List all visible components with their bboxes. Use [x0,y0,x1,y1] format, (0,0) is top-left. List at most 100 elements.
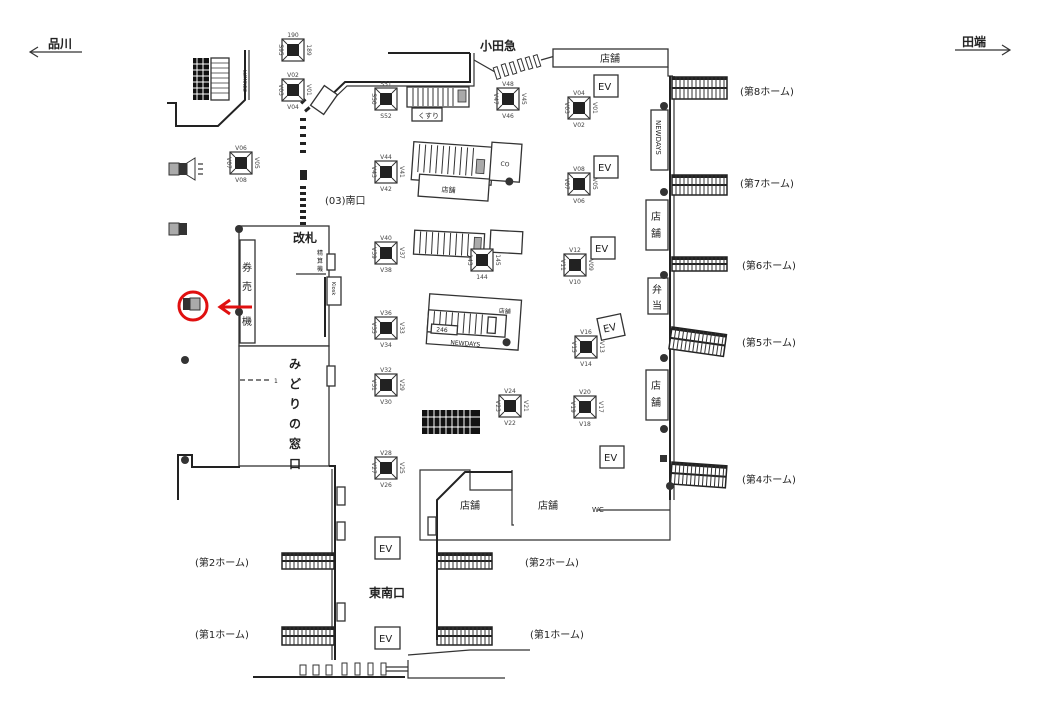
pillar-label-top: V20 [579,389,591,396]
ticket-gate-area: 改札 精 算 機 Kiosk 券 売 機 [235,225,342,347]
pillar-label-top: V44 [380,154,392,161]
pillar-label-top: V24 [504,388,516,395]
escalator-newdays: 店舗 246 NEWDAYS [425,293,523,351]
platform-6-label: (第6ホーム) [742,259,796,272]
svg-text:CO: CO [500,161,510,169]
pillar-label-right: V45 [520,93,527,105]
elevator-7: EV [374,626,401,650]
pillar-label-left: V11 [559,259,566,271]
pillar-label-left: V07 [225,157,232,169]
platform-1-right-label: (第1ホーム) [530,628,584,641]
svg-text:EV: EV [598,163,611,174]
svg-text:店: 店 [651,379,661,392]
pillar-label-top: V48 [502,81,514,88]
svg-text:機: 機 [317,265,323,273]
svg-text:の: の [289,417,301,431]
pillar-label-bottom: V30 [380,399,392,406]
svg-text:店: 店 [651,210,661,223]
direction-left-label: 品川 [48,37,72,51]
svg-text:店舗: 店舗 [600,52,620,65]
platform-stairs-east [668,76,728,489]
southeast-exit-label: 東南口 [369,585,405,600]
pillar-label-bottom: V38 [380,267,392,274]
pillar-label-top: V16 [580,329,592,336]
highlighted-ticket-machine[interactable] [177,290,252,322]
pillar-label-bottom: V18 [579,421,591,428]
svg-text:EV: EV [602,322,617,336]
shop-east-1: 店 舗 [645,199,669,251]
pillar-label-top: V36 [380,310,392,317]
platform-2-right-label: (第2ホーム) [525,556,579,569]
svg-text:舗: 舗 [651,396,661,409]
escalator-mid [412,229,524,259]
pillar-label-bottom: V10 [569,279,581,286]
pillar-label-bottom: V02 [573,122,585,129]
svg-text:精: 精 [317,249,323,257]
svg-text:NEWDAYS: NEWDAYS [654,120,662,155]
pillar-label-right: V05 [253,157,260,169]
stairs-platform-5 [668,326,728,358]
ticket-gate-label: 改札 [293,230,317,245]
svg-text:り: り [289,397,301,411]
pillar-label-top: V04 [573,90,585,97]
platform-1-left-label: (第1ホーム) [195,628,249,641]
pillar-label-right: V21 [522,400,529,412]
svg-text:当: 当 [652,299,662,312]
svg-text:店舗: 店舗 [498,307,511,316]
lumine-stairs: LUMINE2 [167,50,250,127]
pillar-label-top: V06 [235,145,247,152]
west-ticket-machines [168,157,203,364]
bento-shop: 弁 当 [647,277,669,315]
highlight-circle [177,290,209,322]
direction-right: 田端 [955,34,1012,56]
pillar-label-top: V32 [380,367,392,374]
pillar-label-left: V31 [370,379,377,391]
pillar-label-top: 190 [287,32,299,39]
pillar-label-right: V33 [398,322,405,334]
direction-right-label: 田端 [962,34,986,49]
elevator-1: EV [593,74,619,98]
platform-7-label: (第7ホーム) [740,177,794,190]
pillar-label-bottom: V26 [380,482,392,489]
svg-text:口: 口 [289,457,301,471]
pillar-label-top: V08 [573,166,585,173]
pillar-label-left: V23 [494,400,501,412]
elevator-6: EV [374,536,401,560]
pillar-label-left: V03 [563,102,570,114]
stairs-platform-2-west [281,552,335,570]
pillar-label-top: V40 [380,235,392,242]
svg-text:246: 246 [436,326,448,334]
pillar-label-right: 189 [305,44,312,56]
svg-text:舗: 舗 [651,227,661,240]
svg-text:窓: 窓 [289,436,301,451]
svg-text:店舗: 店舗 [538,499,558,512]
svg-text:NEWDAYS: NEWDAYS [450,339,480,348]
pillar-label-left: 143 [466,254,473,266]
stairs-platform-1-west [281,626,335,646]
svg-text:店舗: 店舗 [441,185,456,195]
pillar-label-right: V41 [398,166,405,178]
pillar-label-bottom: V04 [287,104,299,111]
pillar-label-bottom: V08 [235,177,247,184]
pillar-label-left: V39 [370,247,377,259]
pillar-label-top: V28 [380,450,392,457]
pillar-label-left: V19 [569,401,576,413]
stairs-platform-1-east [436,626,493,646]
pillar-label-right: V25 [398,462,405,474]
elevator-3: EV [590,236,616,260]
midori-window: 1 み ど り の 窓 口 [238,345,336,471]
stairs-platform-4 [669,461,728,489]
wc-label: WC [592,506,604,514]
odakyu-gates [492,54,542,80]
pillar-label-left: V47 [492,93,499,105]
